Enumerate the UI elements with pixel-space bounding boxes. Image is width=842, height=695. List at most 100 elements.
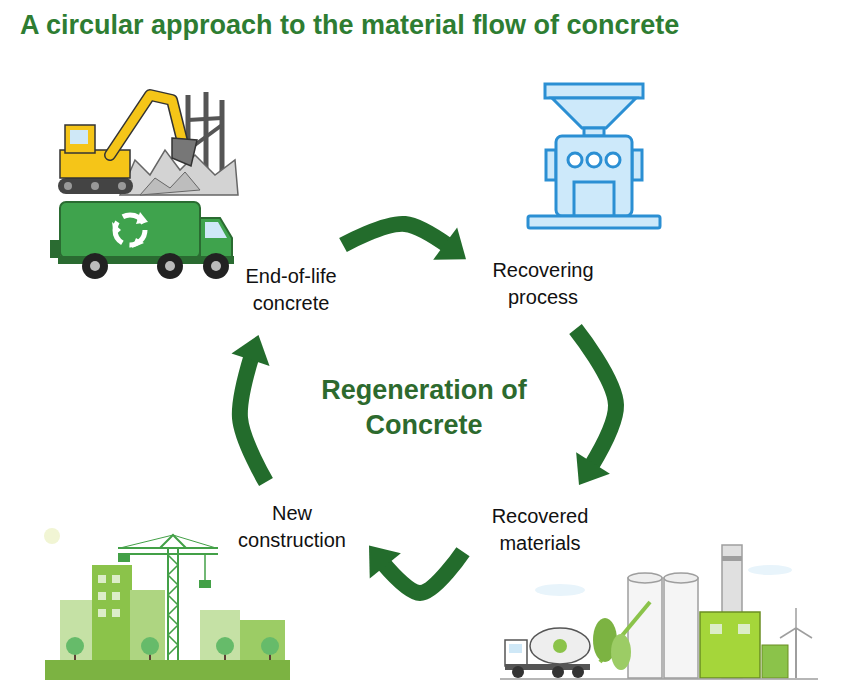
city-construction-illustration xyxy=(66,637,84,655)
arrow-head xyxy=(231,335,269,366)
city-construction-illustration xyxy=(118,553,218,555)
recycling-truck-illustration xyxy=(90,261,100,271)
excavator-illustration xyxy=(64,182,72,190)
step-text: Recovered materials xyxy=(479,503,601,557)
recycling-truck-illustration xyxy=(211,261,221,271)
concrete-plant-illustration xyxy=(552,666,564,678)
concrete-plant-illustration xyxy=(500,678,818,680)
recycling-truck-illustration xyxy=(50,202,234,279)
step-label: New construction xyxy=(227,496,357,558)
concrete-plant-illustration xyxy=(611,634,631,670)
recovering-machine-icon xyxy=(552,98,636,128)
arrow-body xyxy=(576,329,617,485)
concrete-plant-illustration xyxy=(505,640,527,666)
city-construction-illustration xyxy=(98,575,106,583)
cycle-arrow xyxy=(369,546,463,593)
city-construction-illustration xyxy=(173,535,216,548)
recycling-truck-illustration xyxy=(132,238,144,248)
concrete-plant-illustration xyxy=(796,628,812,638)
center-label: Regeneration of Concrete xyxy=(299,373,549,443)
diagram-title: A circular approach to the material flow… xyxy=(20,8,679,43)
concrete-plant-illustration xyxy=(710,624,722,634)
city-construction-illustration xyxy=(98,592,106,600)
city-construction-illustration xyxy=(240,620,285,660)
arrow-head xyxy=(576,452,610,485)
excavator-illustration xyxy=(110,95,182,155)
excavator-illustration xyxy=(60,150,130,178)
concrete-plant-illustration xyxy=(762,645,788,678)
recycling-truck-illustration xyxy=(165,261,175,271)
concrete-plant-illustration xyxy=(748,565,792,575)
concrete-plant-illustration xyxy=(628,573,662,583)
arrow-body xyxy=(369,546,463,593)
arrow-body xyxy=(343,224,466,259)
city-construction-illustration xyxy=(98,609,106,617)
recycling-truck-illustration xyxy=(112,222,121,236)
concrete-plant-illustration xyxy=(572,666,584,678)
concrete-plant-illustration xyxy=(512,666,524,678)
excavator-illustration xyxy=(65,125,95,153)
step-text: Recovering process xyxy=(482,257,604,311)
step-label: End-of-life concrete xyxy=(226,259,356,321)
city-construction-illustration xyxy=(216,637,234,655)
recycling-truck-illustration xyxy=(60,202,200,258)
city-construction-illustration xyxy=(120,535,173,548)
recycling-truck-illustration xyxy=(82,253,108,279)
recovering-machine-icon xyxy=(568,153,582,167)
city-construction-illustration xyxy=(261,637,279,655)
concrete-plant-illustration xyxy=(700,612,760,678)
recovering-machine-icon xyxy=(606,153,620,167)
city-construction-illustration xyxy=(118,547,218,549)
concrete-plant-illustration xyxy=(664,578,698,678)
city-construction-illustration xyxy=(168,555,178,655)
city-construction-illustration xyxy=(44,528,60,544)
city-construction-illustration xyxy=(45,660,290,680)
step-text: New construction xyxy=(231,500,353,554)
concrete-plant-illustration xyxy=(664,573,698,583)
concrete-plant-illustration xyxy=(535,584,585,596)
cycle-arrow xyxy=(231,335,269,482)
concrete-plant-illustration xyxy=(780,628,796,638)
arrow-head xyxy=(369,546,401,579)
excavator-illustration xyxy=(58,92,238,195)
recovering-machine-icon xyxy=(545,84,643,98)
city-construction-illustration xyxy=(118,554,130,562)
concrete-plant-illustration xyxy=(795,628,797,678)
recovering-machine-icon xyxy=(574,182,614,216)
city-construction-illustration xyxy=(141,637,159,655)
excavator-illustration xyxy=(58,178,133,194)
recovering-machine-icon xyxy=(556,136,632,216)
step-text: End-of-life concrete xyxy=(230,263,352,317)
cycle-arrow xyxy=(343,224,466,260)
concrete-plant-illustration xyxy=(795,608,797,628)
city-construction-illustration xyxy=(200,610,240,660)
excavator-illustration xyxy=(110,95,182,155)
city-construction-illustration xyxy=(112,609,120,617)
arrow-head xyxy=(433,228,466,260)
concrete-plant-illustration xyxy=(500,545,818,679)
excavator-illustration xyxy=(140,172,200,195)
excavator-illustration xyxy=(172,138,197,166)
city-construction-illustration xyxy=(112,575,120,583)
excavator-illustration xyxy=(70,130,88,144)
excavator-illustration xyxy=(118,182,126,190)
concrete-plant-illustration xyxy=(509,644,522,653)
recycling-truck-illustration xyxy=(50,240,60,258)
recycling-truck-illustration xyxy=(157,253,183,279)
city-construction-illustration xyxy=(204,554,206,580)
recycling-truck-illustration xyxy=(203,253,229,279)
concrete-plant-illustration xyxy=(530,628,590,664)
concrete-plant-illustration xyxy=(738,624,750,634)
recovering-machine-icon xyxy=(528,84,660,228)
recovering-machine-icon xyxy=(587,153,601,167)
city-construction-illustration xyxy=(167,548,169,660)
step-label: Recovered materials xyxy=(475,499,605,561)
concrete-plant-illustration xyxy=(722,556,742,561)
recycling-truck-illustration xyxy=(205,222,227,238)
concrete-plant-illustration xyxy=(553,639,567,653)
recovering-machine-icon xyxy=(528,216,660,228)
step-label: Recovering process xyxy=(478,253,608,315)
